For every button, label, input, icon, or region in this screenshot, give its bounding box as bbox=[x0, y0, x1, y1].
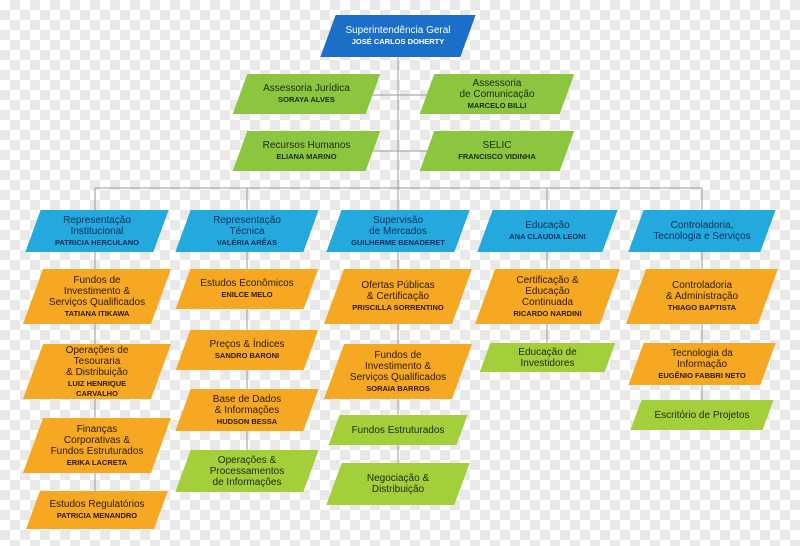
node-title: Supervisão de Mercados bbox=[369, 214, 427, 237]
node-title: Educação de Investidores bbox=[518, 346, 577, 369]
node-superintendencia-geral[interactable]: Superintendência Geral JOSÉ CARLOS DOHER… bbox=[320, 15, 476, 57]
node-title: Representação Técnica bbox=[213, 214, 281, 237]
node-person: PATRICIA HERCULANO bbox=[54, 237, 140, 247]
node-title: Controladoria, Tecnologia e Serviços bbox=[653, 220, 751, 242]
node-person: SORAYA ALVES bbox=[278, 95, 335, 104]
node-educacao-investidores[interactable]: Educação de Investidores bbox=[479, 343, 616, 372]
node-title: Finanças Corporativas & Fundos Estrutura… bbox=[50, 423, 144, 457]
node-fundos-investimento-servicos-qualificados-1[interactable]: Fundos de Investimento & Serviços Qualif… bbox=[22, 269, 172, 324]
node-title: Operações de Tesouraria & Distribuição bbox=[65, 344, 129, 378]
node-negociacao-distribuicao[interactable]: Negociação & Distribuição bbox=[326, 463, 470, 505]
node-title: Fundos de Investimento & Serviços Qualif… bbox=[349, 349, 447, 383]
node-operacoes-processamentos-informacoes[interactable]: Operações & Processamentos de Informaçõe… bbox=[175, 450, 319, 492]
node-assessoria-juridica[interactable]: Assessoria Jurídica SORAYA ALVES bbox=[232, 74, 381, 114]
node-title: Operações & Processamentos de Informaçõe… bbox=[209, 454, 285, 488]
node-operacoes-tesouraria-distribuicao[interactable]: Operações de Tesouraria & Distribuição L… bbox=[22, 344, 172, 399]
node-selic[interactable]: SELIC FRANCISCO VIDINHA bbox=[419, 131, 575, 171]
node-title: Educação bbox=[525, 220, 570, 231]
node-representacao-institucional[interactable]: Representação Institucional PATRICIA HER… bbox=[25, 210, 169, 252]
node-person: SORAIA BARROS bbox=[366, 383, 430, 393]
node-title: Representação Institucional bbox=[63, 214, 131, 237]
node-person: HUDSON BESSA bbox=[216, 416, 278, 426]
node-fundos-investimento-servicos-qualificados-2[interactable]: Fundos de Investimento & Serviços Qualif… bbox=[323, 344, 473, 399]
node-recursos-humanos[interactable]: Recursos Humanos ELIANA MARINO bbox=[232, 131, 381, 171]
node-tecnologia-informacao[interactable]: Tecnologia da Informação EUGÊNIO FABBRI … bbox=[628, 343, 776, 385]
node-person: ENILCE MELO bbox=[221, 290, 273, 299]
node-ofertas-publicas-certificacao[interactable]: Ofertas Públicas & Certificação PRISCILL… bbox=[323, 269, 473, 324]
node-title: SELIC bbox=[482, 140, 512, 151]
node-title: Escritório de Projetos bbox=[654, 409, 750, 421]
node-title: Assessoria de Comunicação bbox=[459, 77, 535, 100]
node-title: Assessoria Jurídica bbox=[263, 83, 350, 94]
node-title: Fundos de Investimento & Serviços Qualif… bbox=[48, 274, 146, 308]
node-title: Recursos Humanos bbox=[262, 140, 351, 151]
node-certificacao-educacao-continuada[interactable]: Certificação & Educação Continuada RICAR… bbox=[474, 269, 621, 324]
node-title: Negociação & Distribuição bbox=[366, 473, 430, 495]
node-person: TATIANA ITIKAWA bbox=[64, 308, 130, 318]
node-person: FRANCISCO VIDINHA bbox=[458, 152, 536, 161]
node-person: JOSÉ CARLOS DOHERTY bbox=[351, 37, 445, 46]
node-escritorio-projetos[interactable]: Escritório de Projetos bbox=[630, 400, 774, 430]
node-estudos-regulatorios[interactable]: Estudos Regulatórios PATRICIA MENANDRO bbox=[26, 491, 168, 529]
node-title: Ofertas Públicas & Certificação bbox=[361, 280, 435, 302]
node-person: THIAGO BAPTISTA bbox=[667, 303, 737, 312]
node-title: Controladoria & Administração bbox=[665, 280, 739, 302]
node-person: ANA CLAUDIA LEONI bbox=[509, 232, 586, 241]
node-base-dados-informacoes[interactable]: Base de Dados & Informações HUDSON BESSA bbox=[175, 389, 319, 431]
node-title: Superintendência Geral bbox=[345, 25, 451, 36]
node-estudos-economicos[interactable]: Estudos Econômicos ENILCE MELO bbox=[175, 269, 319, 309]
node-title: Preços & Índices bbox=[209, 339, 285, 350]
node-assessoria-comunicacao[interactable]: Assessoria de Comunicação MARCELO BILLI bbox=[419, 74, 575, 114]
node-title: Estudos Econômicos bbox=[200, 278, 294, 289]
node-person: MARCELO BILLI bbox=[467, 100, 527, 110]
node-person: LUIZ HENRIQUE CARVALHO bbox=[67, 378, 127, 398]
node-financas-corporativas-fundos-estruturados[interactable]: Finanças Corporativas & Fundos Estrutura… bbox=[22, 418, 172, 473]
node-person: GUILHERME BENADERET bbox=[351, 237, 445, 247]
node-title: Certificação & Educação Continuada bbox=[516, 274, 579, 308]
node-precos-indices[interactable]: Preços & Índices SANDRO BARONI bbox=[175, 330, 319, 370]
node-supervisao-mercados[interactable]: Supervisão de Mercados GUILHERME BENADER… bbox=[326, 210, 470, 252]
node-person: RICARDO NARDINI bbox=[513, 308, 582, 318]
node-person: VALÉRIA ARÊAS bbox=[216, 237, 278, 247]
node-title: Tecnologia da Informação bbox=[671, 347, 733, 370]
node-person: ELIANA MARINO bbox=[276, 152, 337, 161]
node-title: Fundos Estruturados bbox=[351, 424, 445, 436]
node-title: Estudos Regulatórios bbox=[49, 499, 145, 510]
node-person: ERIKA LACRETA bbox=[66, 457, 128, 467]
node-title: Base de Dados & Informações bbox=[212, 393, 282, 416]
node-controladoria-administracao[interactable]: Controladoria & Administração THIAGO BAP… bbox=[625, 269, 779, 324]
node-educacao[interactable]: Educação ANA CLAUDIA LEONI bbox=[477, 210, 618, 252]
node-person: PRISCILLA SORRENTINO bbox=[352, 303, 444, 312]
node-person: EUGÊNIO FABBRI NETO bbox=[658, 370, 746, 380]
node-person: PATRICIA MENANDRO bbox=[56, 511, 138, 520]
node-person: SANDRO BARONI bbox=[214, 351, 280, 360]
node-representacao-tecnica[interactable]: Representação Técnica VALÉRIA ARÊAS bbox=[175, 210, 319, 252]
node-fundos-estruturados[interactable]: Fundos Estruturados bbox=[328, 415, 468, 445]
node-controladoria-tecnologia-servicos[interactable]: Controladoria, Tecnologia e Serviços bbox=[628, 210, 776, 252]
